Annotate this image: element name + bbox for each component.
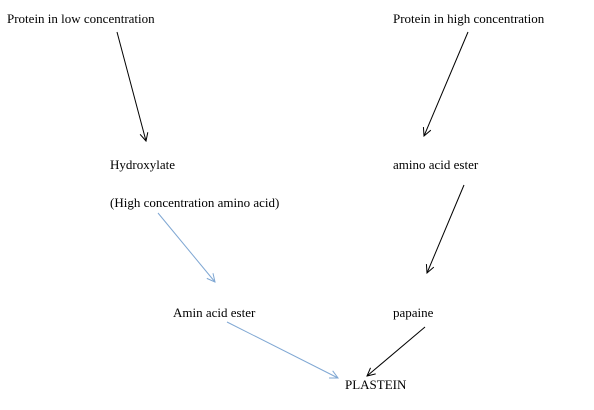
node-plastein: PLASTEIN <box>345 377 407 392</box>
arrow-low-to-hydroxylate <box>116 31 146 141</box>
node-papaine: papaine <box>393 305 434 320</box>
node-protein-high: Protein in high concentration <box>393 11 545 26</box>
arrow-high-to-ester <box>424 31 469 136</box>
node-hydroxylate: Hydroxylate <box>110 157 175 172</box>
node-protein-low: Protein in low concentration <box>7 11 155 26</box>
node-hydroxylate-note: (High concentration amino acid) <box>110 195 280 210</box>
arrow-papaine-to-plastein <box>367 326 426 376</box>
arrow-hydroxylate-to-amin-ester <box>157 212 215 282</box>
node-amin-acid-ester: Amin acid ester <box>173 305 256 320</box>
arrow-ester-to-papaine <box>427 184 465 273</box>
arrow-amin-ester-to-plastein <box>226 321 338 378</box>
node-amino-acid-ester: amino acid ester <box>393 157 479 172</box>
